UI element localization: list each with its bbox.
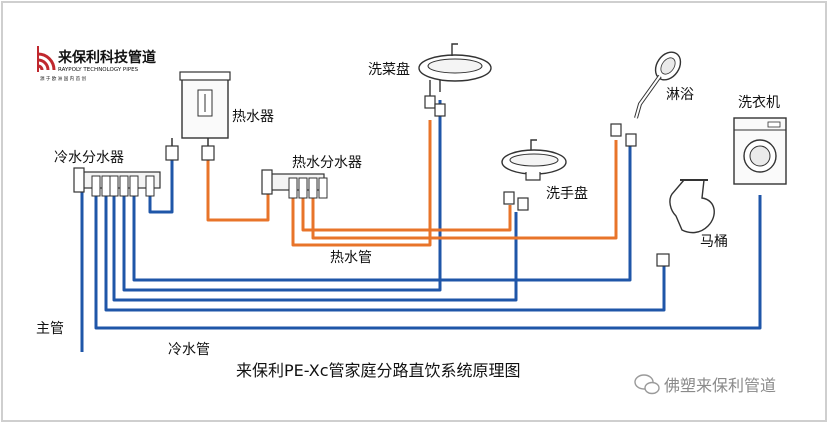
toilet <box>656 179 715 267</box>
diagram-caption: 来保利PE-Xc管家庭分路直饮系统原理图 <box>236 361 521 380</box>
shower <box>610 51 682 147</box>
hot-pipe-heater <box>206 160 270 222</box>
logo-tagline: 源 于 欧 洲 国 内 首 创 <box>40 75 87 82</box>
hot-manifold <box>261 169 328 199</box>
logo-name-cn: 来保利科技管道 <box>57 49 156 66</box>
watermark: 佛塑来保利管道 <box>634 374 776 395</box>
wechat-icon <box>634 374 660 395</box>
water-heater <box>165 71 231 161</box>
label-cold-manifold: 冷水分水器 <box>54 150 124 166</box>
label-cold-pipe: 冷水管 <box>168 342 210 358</box>
label-hot-pipe: 热水管 <box>330 250 372 266</box>
cold-pipe-sink <box>122 100 442 292</box>
shower-head-icon <box>654 51 682 81</box>
washing-machine <box>733 117 787 185</box>
label-washing-machine: 洗衣机 <box>738 95 780 111</box>
logo-name-en: RAYPOLY TECHNOLOGY PIPES <box>58 67 139 73</box>
label-wash-basin: 洗手盘 <box>546 185 588 202</box>
cold-pipe-toilet <box>104 195 666 312</box>
logo-mark-icon <box>37 46 56 72</box>
hot-pipe-basin <box>301 195 512 232</box>
label-kitchen-sink: 洗菜盘 <box>368 61 410 78</box>
hot-pipe-shower <box>311 140 618 240</box>
cold-pipe-shower <box>132 146 632 282</box>
kitchen-sink <box>418 43 492 117</box>
wash-basin <box>501 139 567 211</box>
label-toilet: 马桶 <box>700 234 728 250</box>
cold-pipes <box>80 100 762 352</box>
cold-pipe-washer <box>94 195 762 330</box>
label-hot-manifold: 热水分水器 <box>292 155 362 171</box>
label-shower: 淋浴 <box>666 87 694 103</box>
brand-logo: 来保利科技管道 RAYPOLY TECHNOLOGY PIPES 源 于 欧 洲… <box>37 46 156 82</box>
label-water-heater: 热水器 <box>232 109 274 125</box>
hot-pipe-sink <box>291 120 432 247</box>
cold-manifold <box>73 167 161 197</box>
cold-pipe-heater <box>148 160 174 214</box>
label-main-pipe: 主管 <box>36 321 64 337</box>
watermark-text: 佛塑来保利管道 <box>664 376 776 395</box>
hot-pipes <box>206 120 618 247</box>
cold-pipe-basin <box>112 195 518 302</box>
